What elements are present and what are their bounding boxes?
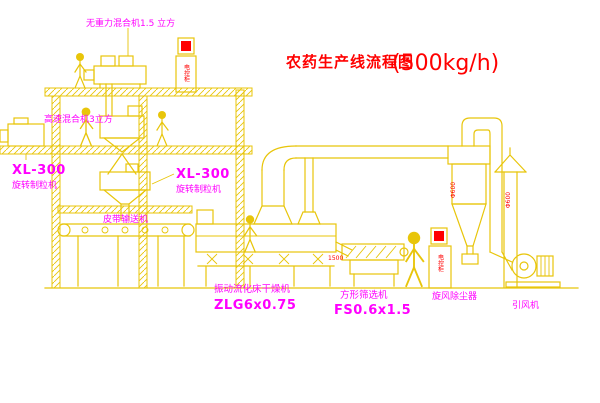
control-cabinet-roof: 电控柜 (175, 37, 197, 93)
stack-diameter-dim: Φ600 (505, 192, 512, 208)
granulator-left-name: 旋转制粒机 (12, 179, 57, 191)
dryer-name-label: 振动流化床干燥机 (214, 283, 291, 295)
fan-label: 引风机 (512, 299, 539, 311)
granulator-right (99, 163, 175, 221)
fluid-bed-dryer (195, 205, 353, 287)
sieve-model-label: FS0.6x1.5 (334, 303, 411, 318)
cyclone-label: 旋风除尘器 (432, 290, 477, 302)
worker-floor2-right (156, 110, 169, 147)
control-cabinet-ground: 电控柜 (428, 227, 452, 289)
belt-conveyor (57, 223, 195, 287)
worker-floor2-left (79, 106, 94, 147)
cyclone-separator (447, 117, 503, 265)
induced-draft-fan (489, 251, 561, 288)
labels: 农药生产线流程图 (500kg/h) 无重力混合机1.5 立方 高速混合机3立方… (12, 17, 539, 318)
high-speed-mixer-label: 高速混合机3立方 (44, 113, 113, 125)
granulator-left-model: XL-300 (12, 163, 66, 178)
cabinet-label: 电控柜 (437, 253, 444, 273)
granulator-right-model: XL-300 (176, 167, 230, 182)
indicator-panel (434, 231, 444, 241)
square-sieve (341, 243, 409, 287)
sieve-name-label: 方形筛选机 (340, 289, 388, 301)
cabinet-label: 电控柜 (183, 63, 190, 83)
indicator-panel (181, 41, 191, 51)
dryer-model-label: ZLG6x0.75 (214, 298, 296, 313)
belt-conveyor-label: 皮带输送机 (103, 213, 148, 225)
drawing-title: 农药生产线流程图 (285, 53, 414, 71)
worker-sieve (405, 230, 425, 287)
granulator-right-name: 旋转制粒机 (176, 183, 221, 195)
exhaust-stack (494, 147, 527, 288)
worker-dryer (244, 214, 257, 253)
dryer-dimension-dim: 1500 (328, 255, 343, 262)
gravity-mixer (83, 28, 147, 117)
leader-line (151, 173, 175, 185)
cyclone-diameter-dim: Φ600 (450, 182, 457, 198)
granulator-left (0, 117, 45, 160)
exhaust-duct (261, 145, 449, 213)
gravity-mixer-label: 无重力混合机1.5 立方 (86, 17, 175, 29)
drawing-capacity: (500kg/h) (392, 51, 499, 76)
worker-roof (74, 52, 87, 89)
